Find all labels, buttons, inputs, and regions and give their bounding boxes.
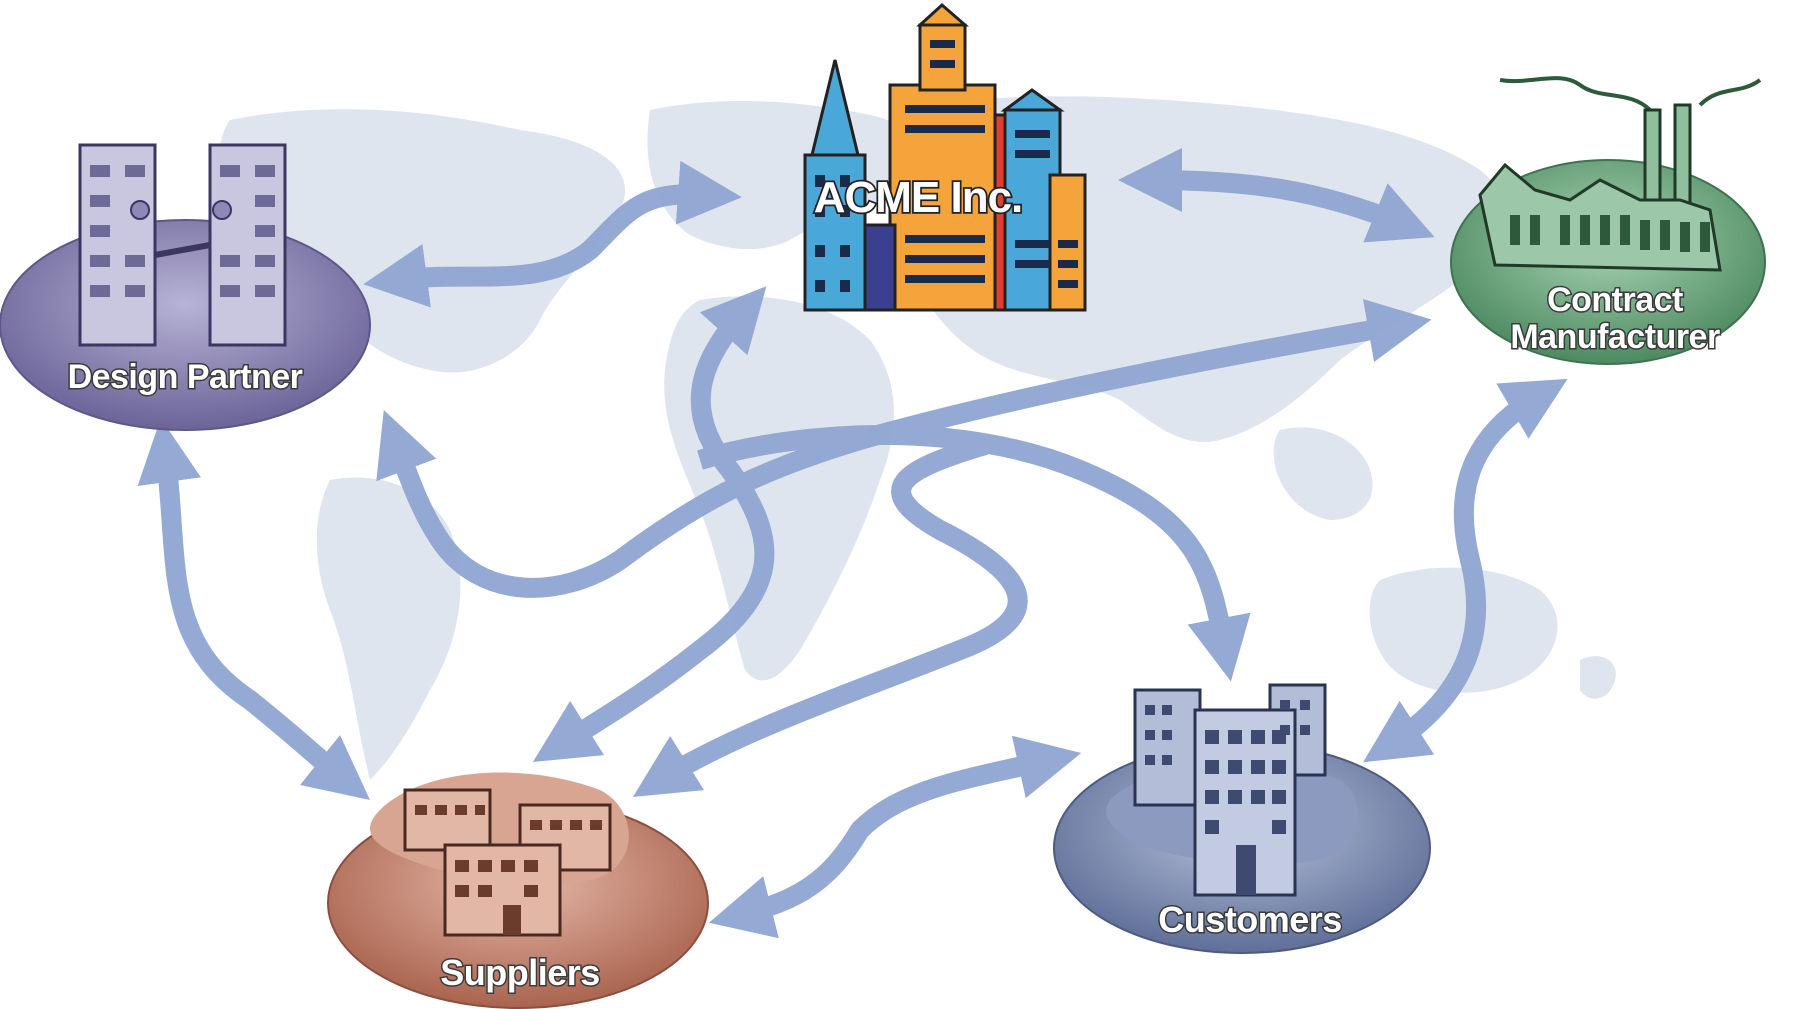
contract-manufacturer-label-line1: Contract [1547, 281, 1683, 319]
contract-manufacturer-node[interactable]: Contract Manufacturer [1450, 76, 1766, 365]
contract-manufacturer-label-line2: Manufacturer [1510, 318, 1720, 356]
city-skyscrapers-icon [803, 2, 1087, 312]
acme-label: ACME Inc. [814, 173, 1023, 222]
customers-label: Customers [1158, 899, 1342, 940]
office-towers-icon [1106, 683, 1358, 897]
arrow-design-suppliers [137, 418, 370, 800]
arrow-customers-suppliers [632, 435, 1028, 797]
arrow-design-acme [363, 160, 742, 308]
arrow-acme-contract [1117, 148, 1435, 243]
arrow-contract-customers [1363, 378, 1568, 763]
acme-node[interactable]: ACME Inc. [803, 2, 1087, 312]
customers-node[interactable]: Customers [1053, 683, 1431, 954]
arrow-acme-customers [697, 425, 1251, 682]
arrow-suppliers-customers [708, 735, 1082, 939]
handshake-buildings-icon [78, 143, 287, 347]
factory-icon [1478, 76, 1762, 272]
flow-arrows [137, 148, 1568, 939]
arrow-contract-design [376, 298, 1432, 598]
design-partner-label: Design Partner [68, 358, 303, 396]
suppliers-label: Suppliers [440, 952, 600, 993]
design-partner-node[interactable]: Design Partner [0, 143, 371, 431]
warehouse-buildings-icon [370, 772, 629, 937]
suppliers-node[interactable]: Suppliers [327, 772, 709, 1009]
